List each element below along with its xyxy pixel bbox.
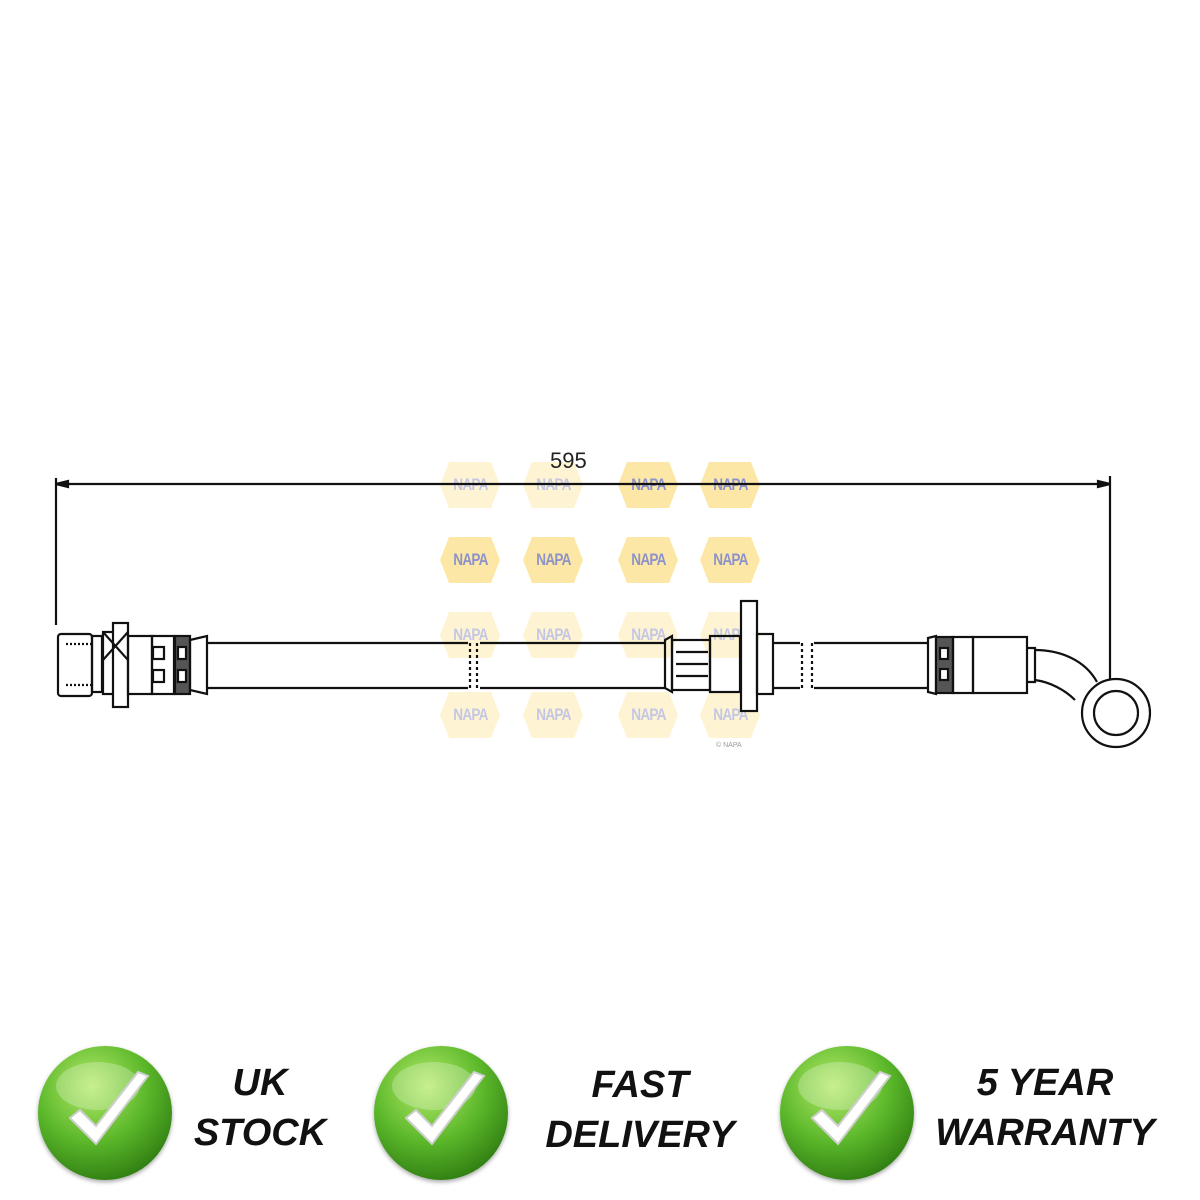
- napa-watermark-logo: NAPA: [618, 612, 678, 658]
- check-badge-uk-stock: [38, 1046, 172, 1180]
- feature-fast-delivery: FAST DELIVERY: [525, 1060, 755, 1160]
- feature-5-year-warranty: 5 YEAR WARRANTY: [915, 1058, 1175, 1158]
- napa-watermark-logo: NAPA: [440, 692, 500, 738]
- watermark-text: NAPA: [452, 625, 488, 644]
- feature-line: FAST: [591, 1064, 689, 1106]
- napa-watermark-logo: NAPA: [618, 692, 678, 738]
- bracket-fitting: [663, 599, 928, 713]
- check-badge-warranty: [780, 1046, 914, 1180]
- feature-line: UK: [232, 1062, 288, 1104]
- feature-line: WARRANTY: [935, 1112, 1155, 1154]
- watermark-text: NAPA: [452, 705, 488, 724]
- check-icon: [392, 1062, 486, 1146]
- right-fitting: [926, 634, 1152, 749]
- watermark-text: NAPA: [452, 550, 488, 569]
- left-fitting: [56, 621, 209, 709]
- feature-line: STOCK: [193, 1112, 327, 1154]
- watermark-text: NAPA: [630, 550, 666, 569]
- napa-watermark-logo: NAPA: [700, 537, 760, 583]
- copyright-text: © NAPA: [716, 742, 742, 749]
- watermark-text: NAPA: [712, 705, 748, 724]
- feature-line: DELIVERY: [545, 1114, 735, 1156]
- watermark-text: NAPA: [630, 625, 666, 644]
- dimension-line: [54, 476, 1112, 680]
- watermark-text: NAPA: [630, 705, 666, 724]
- watermark-text: NAPA: [712, 550, 748, 569]
- watermark-text: NAPA: [535, 625, 571, 644]
- check-badge-fast-delivery: [374, 1046, 508, 1180]
- watermark-text: NAPA: [535, 550, 571, 569]
- check-icon: [56, 1062, 150, 1146]
- dimension-label: 595: [550, 448, 587, 473]
- napa-watermark-logo: NAPA: [523, 537, 583, 583]
- napa-watermark-logo: NAPA: [523, 692, 583, 738]
- feature-uk-stock: UK STOCK: [180, 1058, 340, 1158]
- napa-watermark-logo: NAPA: [523, 612, 583, 658]
- hose: [207, 641, 665, 690]
- watermark-text: NAPA: [535, 705, 571, 724]
- napa-watermark-logo: NAPA: [440, 537, 500, 583]
- check-icon: [798, 1062, 892, 1146]
- feature-line: 5 YEAR: [976, 1062, 1114, 1104]
- napa-watermark-logo: NAPA: [618, 537, 678, 583]
